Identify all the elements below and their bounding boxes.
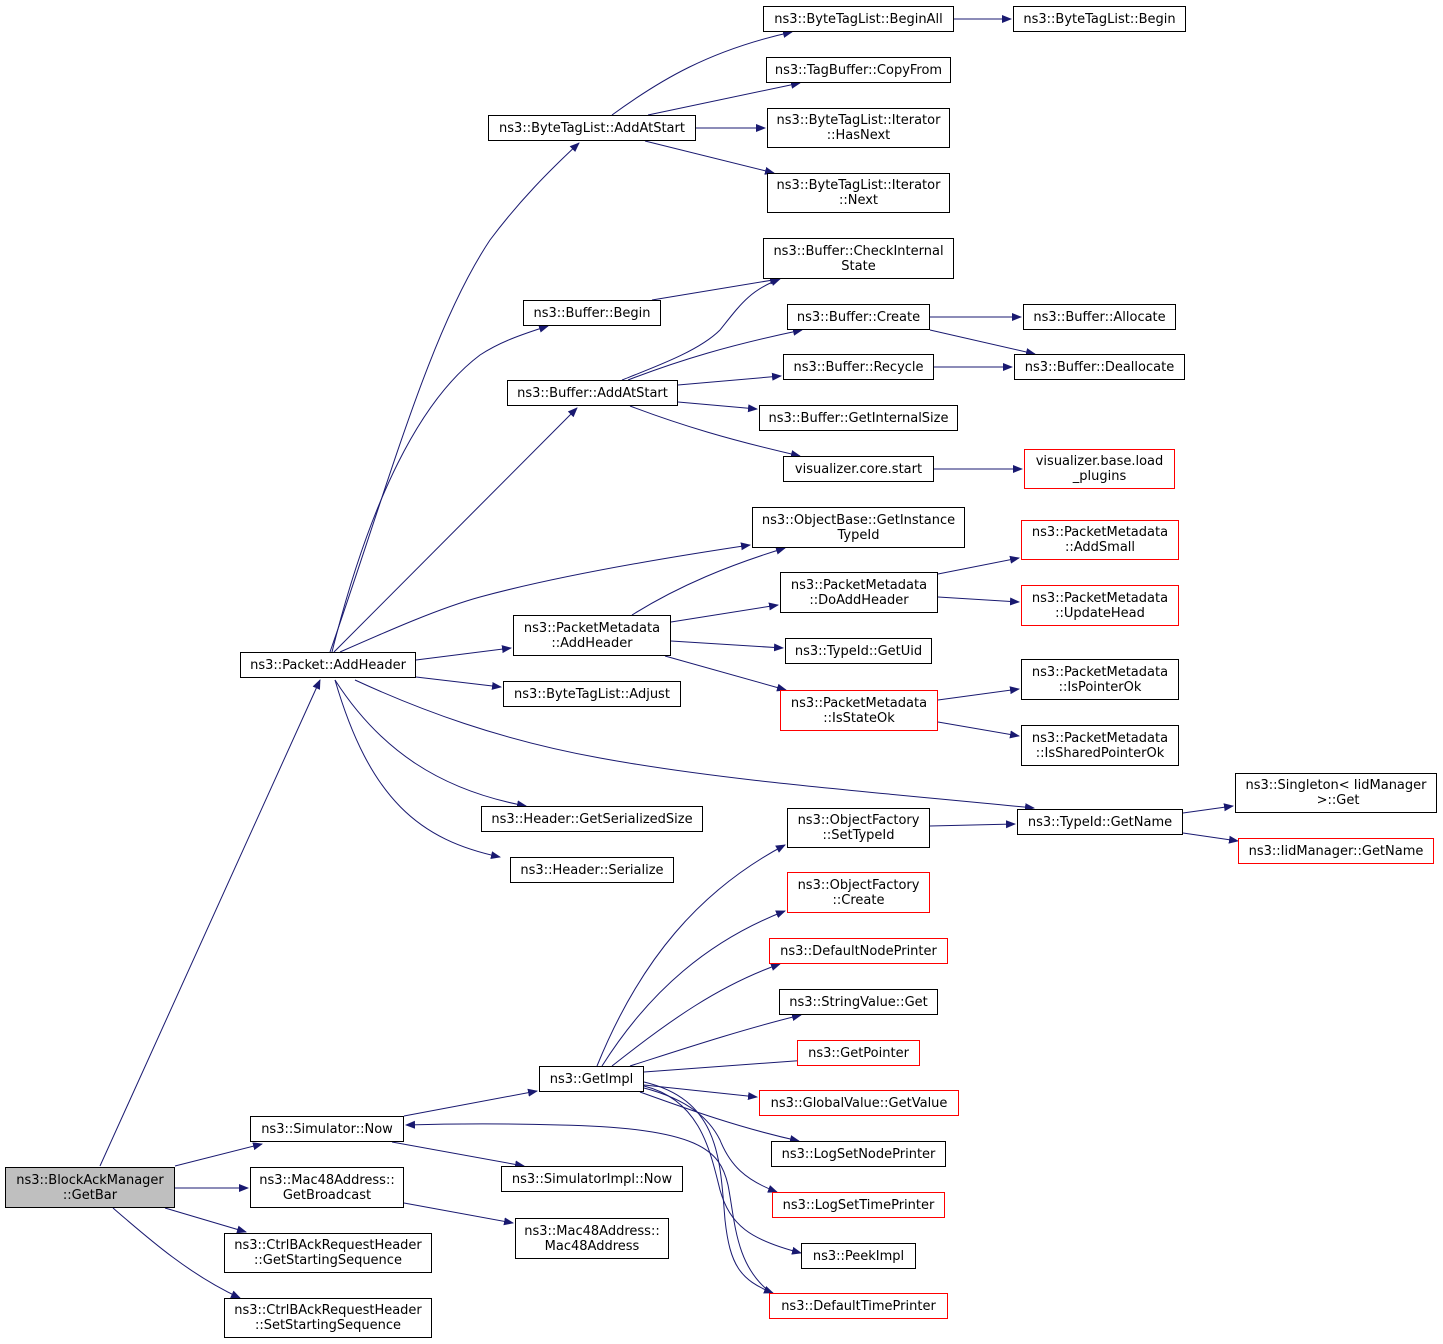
node-ctrlbackrequestheader-setstartingsequence[interactable]: ns3::CtrlBAckRequestHeader ::SetStarting…	[224, 1298, 432, 1338]
node-logsetnodeprinter[interactable]: ns3::LogSetNodePrinter	[771, 1141, 946, 1167]
node-packetmetadata-ispointerok[interactable]: ns3::PacketMetadata ::IsPointerOk	[1021, 659, 1179, 700]
edge-addheader-typeid-getname	[354, 679, 1035, 812]
edge-getimpl-globalvalue-getvalue	[643, 1084, 758, 1101]
edge-addheader-buffer-begin	[331, 324, 549, 653]
node-getimpl[interactable]: ns3::GetImpl	[539, 1066, 644, 1092]
edge-addheader-buffer-addatstart	[333, 407, 578, 653]
node-buffer-create[interactable]: ns3::Buffer::Create	[787, 304, 930, 330]
edge-buffer-addatstart-recycle	[677, 372, 782, 386]
node-buffer-getinternalsize[interactable]: ns3::Buffer::GetInternalSize	[759, 405, 958, 431]
edge-packetmetadata-addheader-getinstancetypeid	[631, 546, 786, 616]
node-buffer-deallocate[interactable]: ns3::Buffer::Deallocate	[1014, 354, 1185, 380]
node-packetmetadata-issharedpointerok[interactable]: ns3::PacketMetadata ::IsSharedPointerOk	[1021, 725, 1179, 766]
edge-packetmetadata-addheader-isstateok	[664, 655, 787, 692]
node-header-getserializedsize[interactable]: ns3::Header::GetSerializedSize	[481, 806, 703, 832]
edge-buffer-addatstart-visualizer-core-start	[629, 405, 801, 458]
node-bytetaglist-iterator-hasnext[interactable]: ns3::ByteTagList::Iterator ::HasNext	[767, 108, 950, 148]
node-typeid-getuid[interactable]: ns3::TypeId::GetUid	[785, 638, 932, 664]
edge-typeid-getname-iidmanager-getname	[1182, 832, 1239, 844]
node-bytetaglist-adjust[interactable]: ns3::ByteTagList::Adjust	[503, 681, 681, 707]
edge-simulator-now-simulatorimpl-now	[391, 1141, 525, 1169]
edge-doaddheader-addsmall	[937, 555, 1020, 575]
edge-getbar-addheader	[99, 679, 321, 1167]
node-packetmetadata-isstateok[interactable]: ns3::PacketMetadata ::IsStateOk	[780, 690, 938, 731]
edge-getimpl-getpointer	[643, 1056, 809, 1073]
node-ctrlbackrequestheader-getstartingsequence[interactable]: ns3::CtrlBAckRequestHeader ::GetStarting…	[224, 1233, 432, 1273]
node-buffer-allocate[interactable]: ns3::Buffer::Allocate	[1023, 304, 1176, 330]
node-singleton-iidmanager-get[interactable]: ns3::Singleton< IidManager >::Get	[1235, 773, 1437, 813]
node-mac48address-getbroadcast[interactable]: ns3::Mac48Address:: GetBroadcast	[250, 1167, 404, 1208]
edge-buffer-addatstart-create	[627, 327, 803, 381]
edge-isstateok-ispointerok	[937, 686, 1020, 701]
node-logsettimeprinter[interactable]: ns3::LogSetTimePrinter	[772, 1192, 945, 1218]
edge-buffer-addatstart-checkinternalstate	[621, 278, 781, 381]
node-buffer-begin[interactable]: ns3::Buffer::Begin	[523, 300, 661, 326]
edge-getimpl-defaulttimeprinter	[643, 1081, 774, 1294]
node-packetmetadata-addheader[interactable]: ns3::PacketMetadata ::AddHeader	[513, 615, 671, 656]
node-bytetaglist-beginall[interactable]: ns3::ByteTagList::BeginAll	[763, 6, 954, 32]
edge-addheader-packetmetadata-addheader	[415, 645, 512, 661]
edge-isstateok-issharedpointerok	[937, 721, 1020, 739]
node-globalvalue-getvalue[interactable]: ns3::GlobalValue::GetValue	[759, 1090, 959, 1116]
edge-addheader-getserializedsize	[334, 679, 527, 809]
node-visualizer-core-start[interactable]: visualizer.core.start	[783, 456, 934, 482]
node-mac48address-mac48address[interactable]: ns3::Mac48Address:: Mac48Address	[515, 1218, 669, 1259]
node-iidmanager-getname[interactable]: ns3::IidManager::GetName	[1238, 838, 1434, 864]
edge-bytetaglist-addatstart-copyfrom	[647, 80, 801, 116]
edge-typeid-getname-singleton-get	[1182, 803, 1234, 814]
edge-addheader-header-serialize	[334, 679, 501, 860]
node-packet-addheader[interactable]: ns3::Packet::AddHeader	[240, 652, 416, 678]
edge-getimpl-defaultnodeprinter	[611, 963, 781, 1067]
edge-packetmetadata-addheader-doaddheader	[670, 602, 779, 623]
node-bytetaglist-iterator-next[interactable]: ns3::ByteTagList::Iterator ::Next	[767, 173, 950, 213]
node-packetmetadata-doaddheader[interactable]: ns3::PacketMetadata ::DoAddHeader	[780, 572, 938, 613]
edge-getbar-getstartingsequence	[164, 1207, 247, 1234]
node-packetmetadata-updatehead[interactable]: ns3::PacketMetadata ::UpdateHead	[1021, 585, 1179, 626]
edge-buffer-create-deallocate	[929, 329, 1036, 356]
edge-getimpl-logsetnodeprinter	[639, 1091, 800, 1143]
node-objectfactory-settypeid[interactable]: ns3::ObjectFactory ::SetTypeId	[787, 808, 930, 848]
node-simulatorimpl-now[interactable]: ns3::SimulatorImpl::Now	[501, 1166, 683, 1192]
edge-buffer-begin-checkinternalstate	[651, 276, 780, 301]
node-header-serialize[interactable]: ns3::Header::Serialize	[510, 857, 674, 883]
edge-getbar-simulator-now	[174, 1142, 263, 1167]
edge-addheader-bytetaglist-adjust	[415, 676, 502, 690]
edge-addheader-bytetaglist-addatstart	[329, 142, 580, 653]
edge-bytetaglist-addatstart-next	[644, 140, 775, 175]
node-typeid-getname[interactable]: ns3::TypeId::GetName	[1017, 809, 1183, 835]
edge-getbar-setstartingsequence	[112, 1207, 241, 1299]
node-objectfactory-create[interactable]: ns3::ObjectFactory ::Create	[787, 872, 930, 913]
edge-doaddheader-updatehead	[937, 596, 1020, 606]
node-getpointer[interactable]: ns3::GetPointer	[797, 1040, 920, 1066]
edge-logsettimeprinter-simulator-now	[405, 1120, 771, 1293]
node-bytetaglist-begin[interactable]: ns3::ByteTagList::Begin	[1013, 6, 1186, 32]
edge-getimpl-logsettimeprinter	[643, 1087, 778, 1193]
node-visualizer-base-load-plugins[interactable]: visualizer.base.load _plugins	[1024, 449, 1175, 489]
node-simulator-now[interactable]: ns3::Simulator::Now	[250, 1116, 404, 1142]
edge-simulator-now-getimpl	[403, 1088, 538, 1117]
node-defaulttimeprinter[interactable]: ns3::DefaultTimePrinter	[769, 1293, 948, 1319]
edge-getimpl-peekimpl	[643, 1085, 802, 1255]
node-buffer-checkinternalstate[interactable]: ns3::Buffer::CheckInternal State	[763, 238, 954, 279]
node-packetmetadata-addsmall[interactable]: ns3::PacketMetadata ::AddSmall	[1021, 520, 1179, 560]
node-buffer-addatstart[interactable]: ns3::Buffer::AddAtStart	[507, 380, 678, 406]
node-tagbuffer-copyfrom[interactable]: ns3::TagBuffer::CopyFrom	[766, 57, 951, 83]
node-bytetaglist-addatstart[interactable]: ns3::ByteTagList::AddAtStart	[488, 115, 696, 141]
edge-getimpl-settypeid	[596, 844, 786, 1067]
node-buffer-recycle[interactable]: ns3::Buffer::Recycle	[783, 354, 934, 380]
node-defaultnodeprinter[interactable]: ns3::DefaultNodePrinter	[769, 938, 948, 964]
edge-getbroadcast-mac48address	[403, 1202, 514, 1226]
node-peekimpl[interactable]: ns3::PeekImpl	[801, 1243, 916, 1269]
edge-getimpl-objectfactory-create	[601, 910, 786, 1067]
edge-addheader-getinstancetypeid	[339, 542, 751, 653]
edge-buffer-addatstart-getinternalsize	[677, 401, 758, 413]
edge-settypeid-typeid-getname	[929, 820, 1016, 829]
node-stringvalue-get[interactable]: ns3::StringValue::Get	[779, 989, 938, 1015]
node-objectbase-getinstancetypeid[interactable]: ns3::ObjectBase::GetInstance TypeId	[752, 507, 965, 548]
edge-getimpl-stringvalue-get	[629, 1013, 802, 1067]
node-blockackmanager-getbar[interactable]: ns3::BlockAckManager ::GetBar	[5, 1167, 175, 1208]
edge-bytetaglist-addatstart-beginall	[611, 30, 793, 116]
edge-packetmetadata-addheader-getuid	[670, 640, 784, 652]
